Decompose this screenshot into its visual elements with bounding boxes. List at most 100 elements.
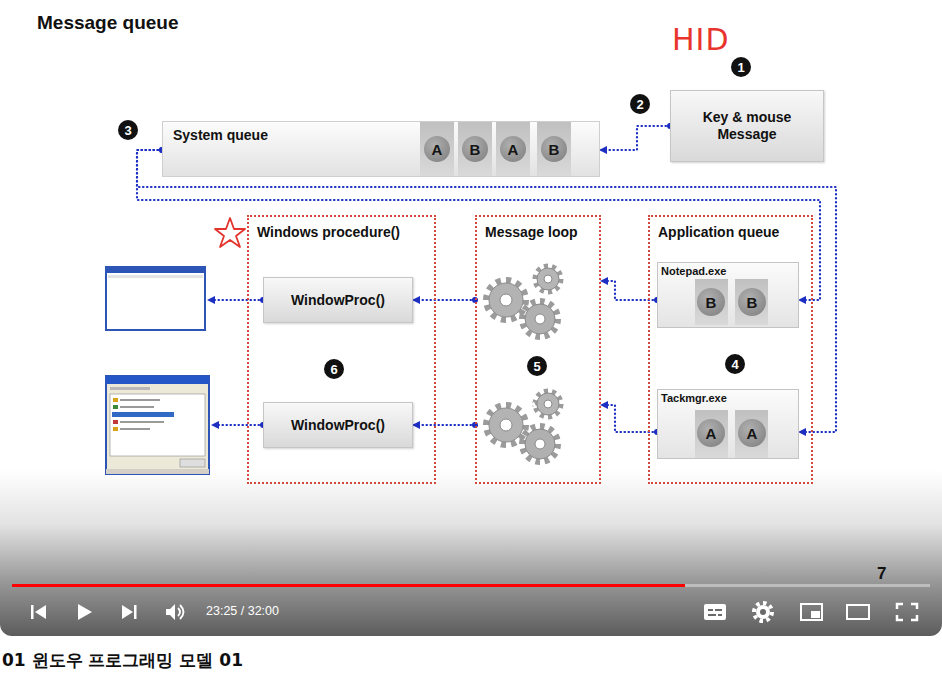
gear-hole: [535, 314, 545, 324]
gear-body: [525, 304, 555, 334]
next-icon: [122, 605, 133, 619]
box-heading: Message loop: [485, 224, 591, 240]
message-letter: A: [432, 142, 443, 157]
list-icon: [113, 405, 118, 409]
gear-body: [537, 268, 559, 290]
gear-hole: [535, 439, 545, 449]
message-letter: A: [706, 426, 717, 441]
box-label: WindowProc(): [291, 417, 385, 434]
message-ball: B: [462, 136, 488, 162]
list-icon: [113, 427, 118, 431]
callout-number: 2: [630, 94, 650, 114]
box-heading: Windows procedure(): [257, 224, 426, 240]
play-icon: [78, 604, 92, 620]
progress-track: [12, 584, 930, 587]
message-letter: B: [470, 142, 481, 157]
subtitles-icon: [708, 614, 716, 616]
box-heading: System queue: [173, 127, 589, 143]
queue-box: Notepad.exeB B: [657, 262, 799, 328]
progress-played: [12, 584, 685, 587]
message-letter: A: [747, 426, 758, 441]
gear-body: [489, 283, 523, 317]
message-letter: A: [508, 142, 519, 157]
handwritten-note: HID: [672, 22, 730, 57]
notepad-window: [106, 267, 205, 330]
window-menubar: [108, 275, 203, 278]
callout-number: 1: [731, 57, 751, 77]
output-arrow: [212, 424, 263, 426]
output-arrow: [208, 299, 263, 301]
slide-title: Message queue: [37, 12, 179, 34]
box-heading: Application queue: [658, 224, 803, 240]
box-label: Key & mouse Message: [679, 109, 815, 144]
callout-number: 5: [527, 356, 547, 376]
group-box: Windows procedure() WindowProc() WindowPro…: [247, 215, 436, 484]
flow-arrow: [413, 424, 475, 426]
gear-teeth: [486, 280, 526, 320]
window-titlebar: [106, 376, 209, 384]
message-ball: A: [697, 419, 725, 447]
next-icon: [134, 605, 137, 619]
subtitles-icon: [718, 614, 722, 616]
player-controls: [31, 603, 917, 621]
settings-icon: [760, 609, 766, 615]
list-icon: [113, 398, 118, 402]
flow-arrow: [600, 126, 670, 150]
group-box: Message loop: [475, 215, 601, 484]
list-row: [120, 421, 164, 423]
gear-teeth: [522, 301, 558, 337]
gear-teeth: [535, 391, 561, 417]
queue-band: System queueA B A B: [162, 121, 600, 177]
message-ball: A: [500, 136, 526, 162]
box-heading: Notepad.exe: [661, 265, 795, 277]
theater-icon: [847, 605, 869, 619]
message-ball: A: [424, 136, 450, 162]
gear-body: [489, 408, 523, 442]
subtitles-icon: [715, 609, 722, 611]
gear-hole: [500, 419, 512, 431]
gear-hole: [544, 275, 552, 283]
message-ball: B: [738, 288, 766, 316]
message-letter: B: [706, 295, 717, 310]
settings-icon: [756, 605, 770, 619]
volume-icon: [178, 605, 184, 619]
miniplayer-icon: [801, 604, 822, 620]
gear-body: [537, 393, 559, 415]
red-star: [215, 218, 245, 247]
gear-body: [525, 429, 555, 459]
window-frame: [106, 267, 205, 330]
handwritten-number: 7: [877, 564, 886, 584]
window-button: [180, 459, 205, 467]
gear-teeth: [522, 426, 558, 462]
callout-number: 3: [118, 120, 138, 140]
settings-icon: [754, 603, 772, 621]
list-row: [120, 399, 160, 401]
message-ball: A: [738, 419, 766, 447]
gear-teeth: [535, 266, 561, 292]
subtitles-icon: [704, 604, 726, 620]
window-list: [110, 394, 205, 456]
callout-number: 6: [324, 359, 344, 379]
list-selection: [112, 412, 174, 417]
input-box: Key & mouse Message: [670, 90, 824, 162]
miniplayer-icon: [811, 611, 820, 618]
message-letter: B: [549, 142, 560, 157]
time-display: 23:25 / 32:00: [206, 604, 279, 618]
video-title: 01 윈도우 프로그래밍 모델 01: [2, 649, 243, 672]
flow-arrow: [413, 299, 475, 301]
taskmgr-window: [106, 376, 209, 474]
prev-icon: [35, 605, 46, 619]
gear-hole: [544, 400, 552, 408]
list-row: [120, 406, 154, 408]
message-ball: B: [541, 136, 567, 162]
process-box: WindowProc(): [263, 277, 413, 323]
queue-box: Tackmgr.exeAA: [657, 389, 799, 459]
list-icon: [113, 420, 118, 424]
subtitles-icon: [708, 609, 713, 611]
gear-hole: [500, 294, 512, 306]
gear-teeth: [486, 405, 526, 445]
window-statusbar: [106, 469, 209, 474]
window-frame: [106, 376, 209, 474]
volume-icon: [166, 604, 175, 620]
